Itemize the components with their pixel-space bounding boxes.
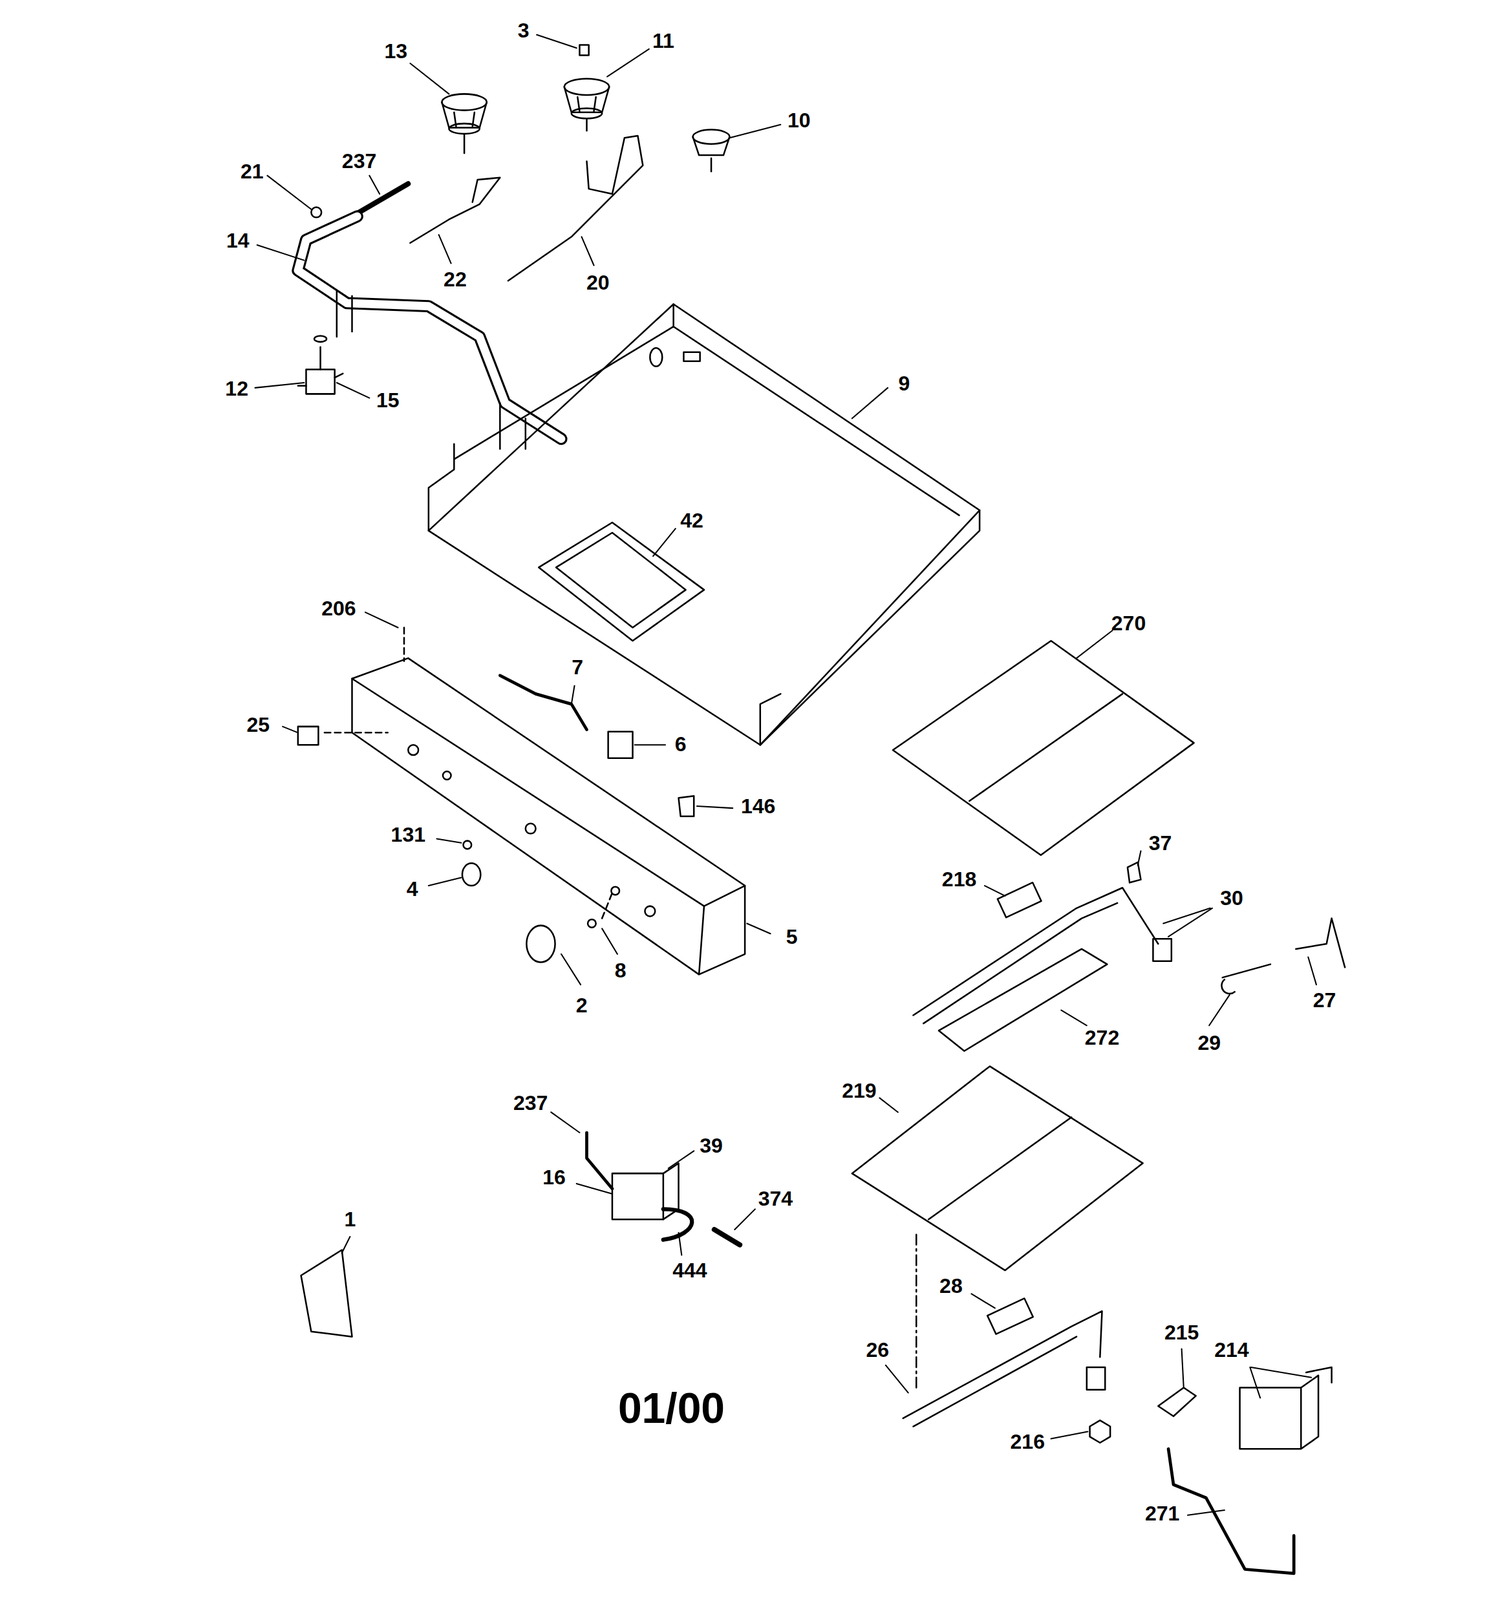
callout-number: 215 bbox=[1164, 1322, 1199, 1343]
callout-number: 9 bbox=[898, 373, 910, 394]
callout-number: 12 bbox=[225, 378, 249, 399]
callout-number: 237 bbox=[342, 150, 377, 172]
callout-number: 219 bbox=[841, 1080, 877, 1102]
clip-146 bbox=[678, 795, 695, 817]
burner-30 bbox=[913, 862, 1346, 1052]
callout-number: 22 bbox=[443, 268, 467, 290]
burner-11 bbox=[564, 45, 610, 132]
callout-number: 7 bbox=[571, 656, 584, 678]
panel-9 bbox=[428, 303, 980, 745]
callout-number: 6 bbox=[675, 733, 687, 755]
callout-number: 131 bbox=[391, 824, 426, 846]
valve-39 bbox=[586, 1132, 740, 1246]
callout-number: 27 bbox=[1313, 989, 1337, 1011]
burner-26 bbox=[903, 1298, 1332, 1574]
dash-lines bbox=[324, 627, 613, 919]
callout-number: 29 bbox=[1197, 1032, 1221, 1054]
tube-22 bbox=[409, 177, 500, 244]
leader-lines bbox=[255, 34, 1317, 1516]
panel-5 bbox=[351, 658, 745, 975]
switch-25 bbox=[298, 726, 319, 745]
callout-number: 11 bbox=[652, 30, 675, 52]
callout-number: 30 bbox=[1220, 887, 1244, 909]
callout-number: 14 bbox=[226, 230, 250, 251]
callout-number: 25 bbox=[246, 714, 270, 736]
nut-21 bbox=[310, 207, 322, 218]
callout-number: 1 bbox=[343, 1209, 356, 1230]
switch-6 bbox=[608, 731, 633, 759]
manual-1 bbox=[301, 1250, 353, 1338]
screw-131 bbox=[463, 841, 472, 850]
callout-number: 2 bbox=[576, 995, 588, 1016]
callout-number: 206 bbox=[321, 598, 356, 619]
callout-number: 374 bbox=[758, 1188, 793, 1210]
callout-number: 10 bbox=[787, 109, 811, 131]
callout-number: 271 bbox=[1145, 1503, 1180, 1524]
callout-number: 272 bbox=[1084, 1027, 1120, 1049]
callout-number: 444 bbox=[672, 1260, 707, 1281]
callout-number: 5 bbox=[786, 926, 798, 948]
screw-8 bbox=[587, 919, 597, 928]
callout-number: 42 bbox=[680, 510, 704, 531]
callout-number: 13 bbox=[384, 40, 408, 62]
baffle-219 bbox=[852, 1066, 1144, 1388]
callout-number: 16 bbox=[542, 1167, 566, 1188]
vent-42 bbox=[538, 522, 705, 641]
burner-10 bbox=[693, 129, 730, 172]
valve-12 bbox=[298, 335, 343, 394]
callout-number: 15 bbox=[376, 389, 400, 411]
baffle-270 bbox=[892, 640, 1195, 855]
callout-number: 21 bbox=[240, 160, 264, 182]
callout-number: 270 bbox=[1111, 612, 1146, 634]
callout-number: 216 bbox=[1010, 1431, 1045, 1453]
callout-number: 218 bbox=[942, 868, 977, 890]
knob-2 bbox=[526, 925, 555, 963]
callout-number: 28 bbox=[939, 1275, 963, 1297]
callout-number: 4 bbox=[406, 878, 419, 900]
callout-number: 20 bbox=[586, 272, 610, 293]
callout-number: 26 bbox=[865, 1339, 890, 1361]
tube-20 bbox=[508, 135, 643, 281]
callout-number: 39 bbox=[699, 1135, 723, 1157]
date-code: 01/00 bbox=[618, 1386, 725, 1430]
callout-number: 214 bbox=[1214, 1339, 1249, 1361]
harness-7 bbox=[499, 675, 587, 730]
callout-number: 146 bbox=[740, 795, 776, 817]
callout-number: 37 bbox=[1148, 832, 1173, 854]
callout-number: 237 bbox=[513, 1092, 548, 1114]
callout-number: 8 bbox=[614, 960, 627, 981]
burner-13 bbox=[441, 93, 487, 154]
callout-number: 3 bbox=[517, 20, 530, 41]
knob-4 bbox=[462, 863, 481, 886]
